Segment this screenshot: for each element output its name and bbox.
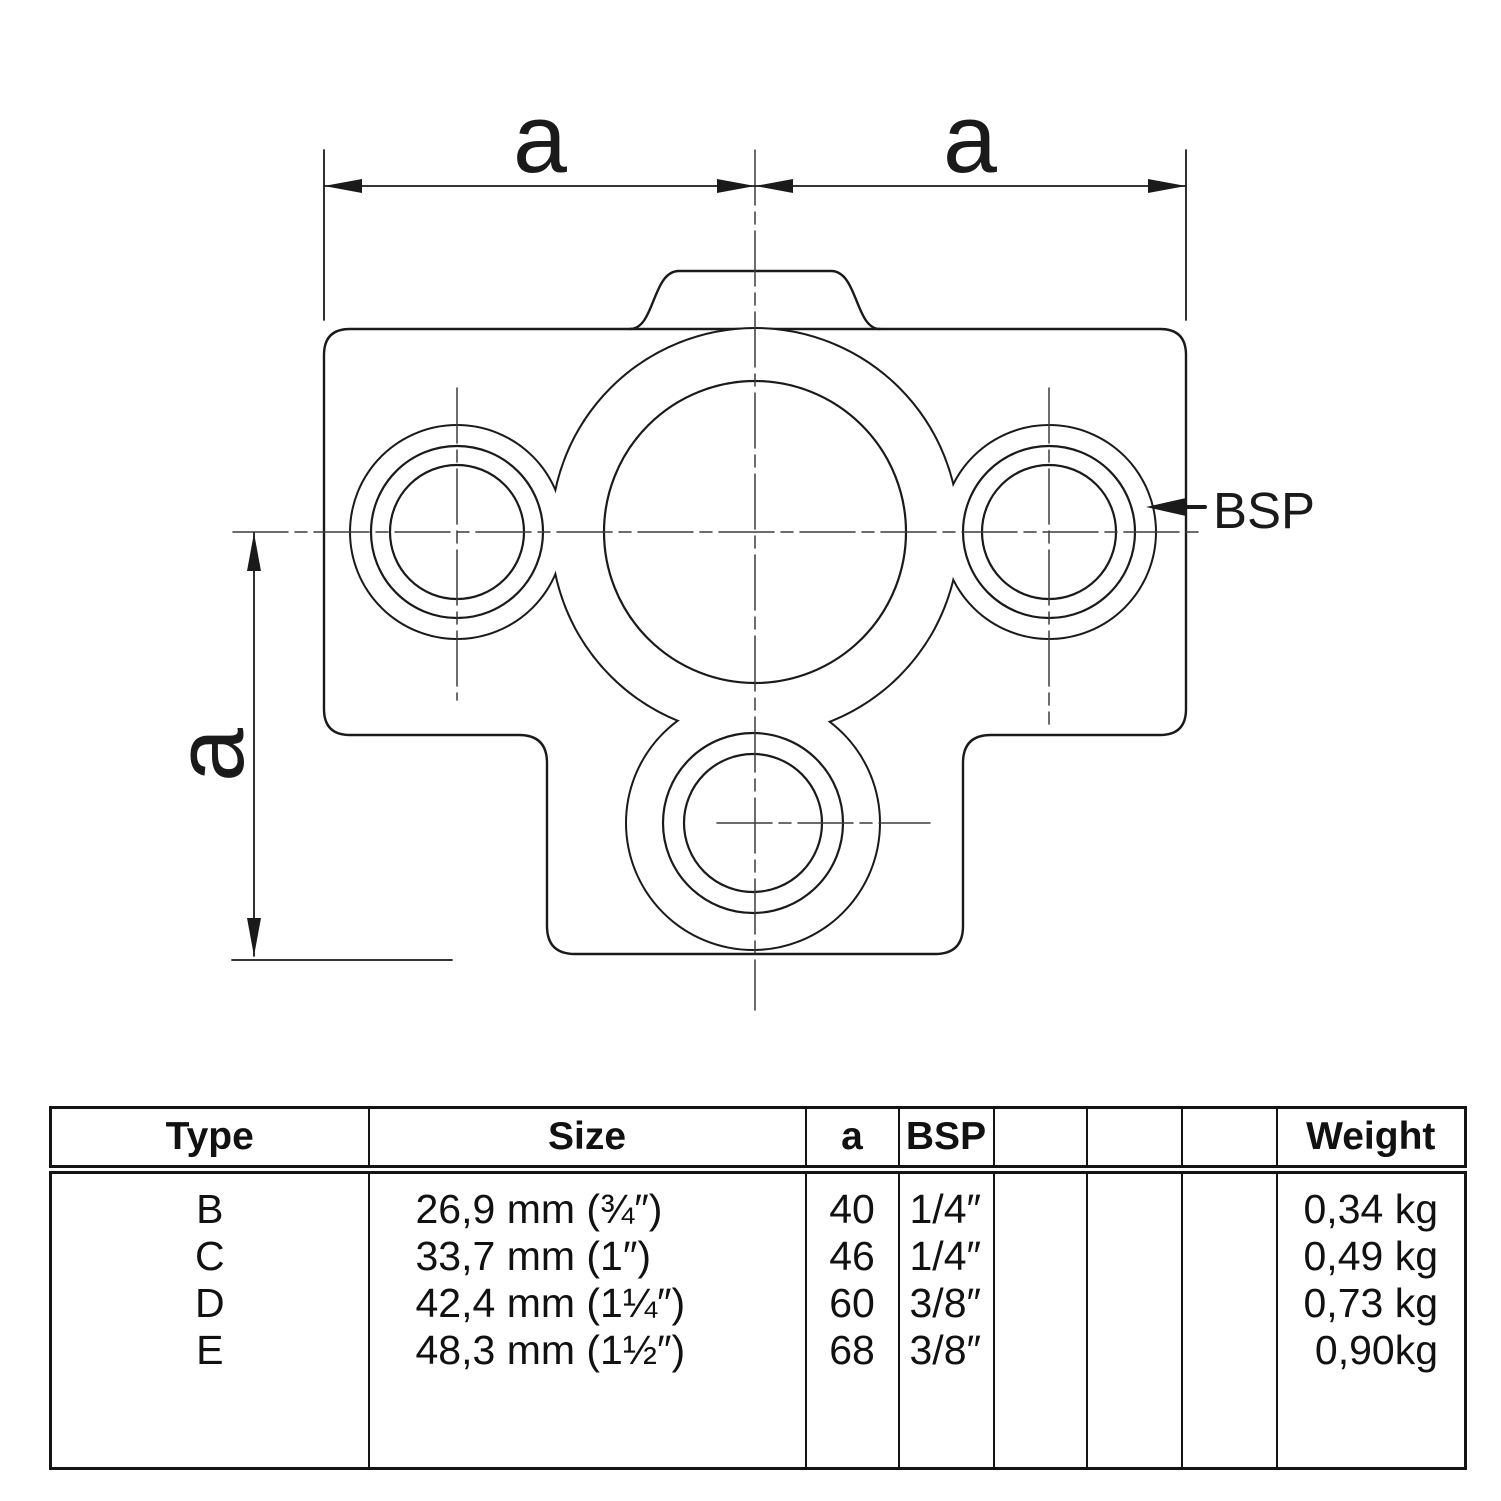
cell-empty <box>993 1280 1088 1327</box>
cell-empty <box>1277 1374 1466 1468</box>
col-header-empty-1 <box>993 1107 1088 1174</box>
cell-empty <box>1086 1233 1183 1280</box>
col-header-size: Size <box>368 1107 807 1174</box>
col-header-empty-2 <box>1086 1107 1183 1174</box>
cell-type: B <box>50 1169 370 1233</box>
dimension-arrowheads-top <box>324 179 1186 193</box>
part-drawing-svg: a a a BSP <box>155 84 1315 1011</box>
cell-empty <box>993 1327 1088 1374</box>
table-header-row: Type Size a BSP Weight <box>50 1107 1466 1174</box>
bsp-label: BSP <box>1213 482 1315 539</box>
cell-type: E <box>50 1327 370 1374</box>
dim-label-top-left: a <box>513 84 567 193</box>
cell-empty <box>993 1169 1088 1233</box>
cell-a: 40 <box>805 1169 900 1233</box>
cell-empty <box>898 1374 995 1468</box>
cell-empty <box>1086 1327 1183 1374</box>
cell-weight: 0,90kg <box>1314 1327 1438 1373</box>
col-header-a: a <box>805 1107 900 1174</box>
cell-empty <box>1086 1169 1183 1233</box>
col-header-weight: Weight <box>1276 1107 1466 1174</box>
col-header-empty-3 <box>1181 1107 1278 1174</box>
cell-a: 68 <box>805 1327 900 1374</box>
cell-weight: 0,73 kg <box>1303 1280 1439 1326</box>
cell-size: 48,3 mm (1½″) <box>368 1327 807 1374</box>
cell-empty <box>1181 1374 1278 1468</box>
cell-bsp: 1/4″ <box>898 1233 995 1280</box>
cell-empty <box>1181 1327 1278 1374</box>
table-row-type-e: E 48,3 mm (1½″) 68 3/8″ 0,90kg <box>50 1327 1466 1374</box>
cell-empty <box>50 1374 370 1468</box>
dim-label-left: a <box>155 728 264 782</box>
spec-table: Type Size a BSP Weight B 26,9 mm (¾″) 40… <box>49 1106 1467 1470</box>
table-row-type-c: C 33,7 mm (1″) 46 1/4″ 0,49 kg <box>50 1233 1466 1280</box>
cell-weight: 0,49 kg <box>1303 1233 1439 1279</box>
cell-bsp: 3/8″ <box>898 1327 995 1374</box>
cell-a: 46 <box>805 1233 900 1280</box>
bsp-arrowhead <box>1146 498 1186 516</box>
cell-empty <box>993 1374 1088 1468</box>
table-row-type-b: B 26,9 mm (¾″) 40 1/4″ 0,34 kg <box>50 1169 1466 1233</box>
cell-empty <box>1181 1280 1278 1327</box>
cell-weight: 0,34 kg <box>1303 1186 1439 1232</box>
cell-a: 60 <box>805 1280 900 1327</box>
table-row-type-d: D 42,4 mm (1¼″) 60 3/8″ 0,73 kg <box>50 1280 1466 1327</box>
cell-bsp: 3/8″ <box>898 1280 995 1327</box>
dim-label-top-right: a <box>943 84 997 193</box>
cell-empty <box>805 1374 900 1468</box>
cell-empty <box>1086 1374 1183 1468</box>
cell-size: 33,7 mm (1″) <box>368 1233 807 1280</box>
bsp-callout <box>1146 498 1207 516</box>
cell-bsp: 1/4″ <box>898 1169 995 1233</box>
cell-type: D <box>50 1280 370 1327</box>
cell-empty <box>1181 1169 1278 1233</box>
cell-empty <box>1181 1233 1278 1280</box>
cell-empty <box>1086 1280 1183 1327</box>
cell-empty <box>993 1233 1088 1280</box>
cell-type: C <box>50 1233 370 1280</box>
dimension-arrowheads-left <box>247 533 261 956</box>
col-header-type: Type <box>50 1107 370 1174</box>
col-header-bsp: BSP <box>898 1107 995 1174</box>
centerlines <box>232 149 1201 1011</box>
table-filler-row <box>50 1374 1466 1468</box>
cell-empty <box>368 1374 807 1468</box>
cell-size: 42,4 mm (1¼″) <box>368 1280 807 1327</box>
dimension-left <box>231 532 453 961</box>
dimension-top <box>323 149 1187 321</box>
cell-size: 26,9 mm (¾″) <box>368 1169 807 1233</box>
